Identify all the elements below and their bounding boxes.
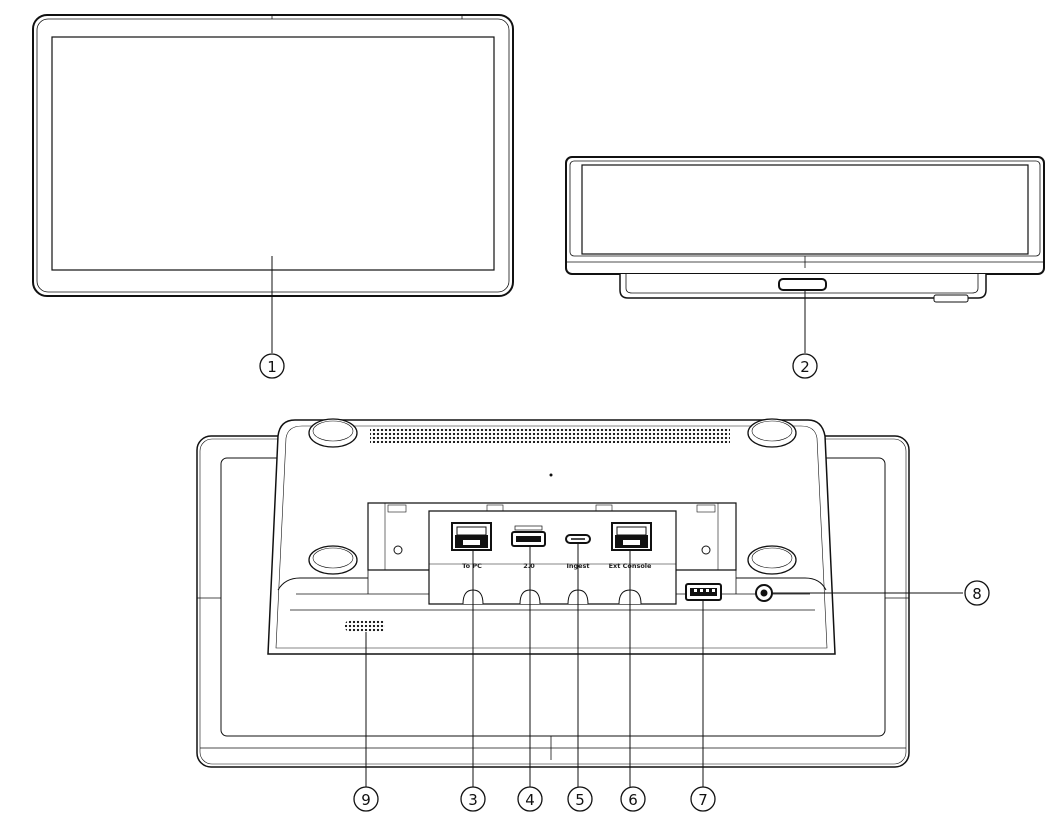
svg-text:6: 6 [628,791,638,809]
side-view-display [565,156,1045,303]
front-sensor-bar [778,278,827,291]
svg-text:2: 2 [800,358,810,376]
touch-screen [51,36,495,271]
svg-text:3: 3 [468,791,478,809]
svg-text:4: 4 [525,791,535,809]
callout-leaders [365,543,963,787]
rear-view-device: To PC 2.0 Ingest Ext Console [196,418,910,768]
callout-9: 9 [353,786,379,812]
port-label-usb-20: 2.0 [523,562,535,570]
callout-1: 1 [259,353,285,379]
callouts: 1 2 3 4 5 6 7 8 [259,353,990,812]
usb-a-side-port [685,583,722,601]
callout-4: 4 [517,786,543,812]
svg-text:1: 1 [267,358,277,376]
dc-power-jack [755,584,773,602]
svg-text:7: 7 [698,791,708,809]
callout-3: 3 [460,786,486,812]
side-view-screen [581,164,1029,255]
rubber-foot [308,545,358,575]
ext-console-port [611,522,652,551]
port-label-to-pc: To PC [462,562,482,570]
svg-text:5: 5 [575,791,585,809]
speaker-grille-bottom [345,620,385,632]
svg-text:8: 8 [972,585,982,603]
callout-7: 7 [690,786,716,812]
rubber-foot [308,418,358,448]
svg-text:9: 9 [361,791,371,809]
usb-c-ingest-port [565,534,591,544]
rubber-foot [747,418,797,448]
callout-8: 8 [964,580,990,606]
usb-2-0-port [511,525,546,547]
callout-6: 6 [620,786,646,812]
callout-2: 2 [792,353,818,379]
lan-to-pc-port [451,522,492,551]
callout-5: 5 [567,786,593,812]
speaker-grille-top [370,428,730,443]
front-view-display [32,14,514,297]
rubber-foot [747,545,797,575]
